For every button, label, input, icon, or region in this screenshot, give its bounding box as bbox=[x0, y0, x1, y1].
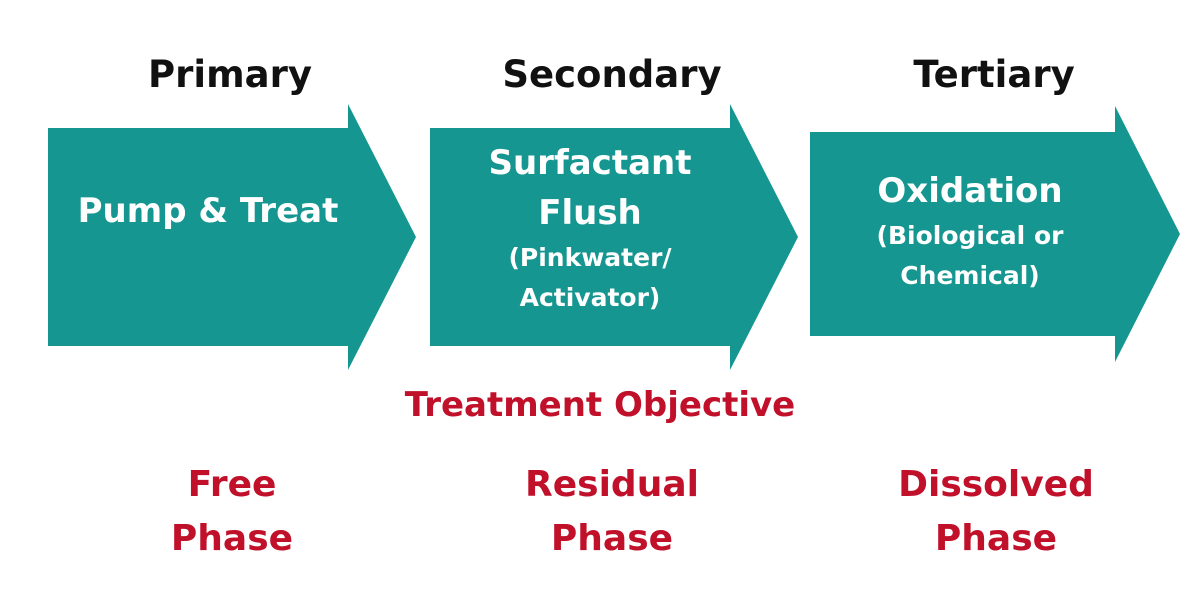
treatment-objective-label: Treatment Objective bbox=[404, 385, 796, 425]
arrow-shape-tertiary bbox=[810, 106, 1180, 362]
phase-tertiary: Dissolved Phase bbox=[806, 458, 1186, 566]
phase-secondary-line-1: Residual bbox=[525, 464, 699, 505]
arrow-polygon-primary bbox=[48, 104, 416, 370]
phase-secondary-line-2: Phase bbox=[550, 518, 674, 559]
arrow-shape-secondary bbox=[430, 104, 798, 370]
arrow-label-tertiary: Oxidation (Biological or Chemical) bbox=[810, 166, 1130, 296]
arrow-tertiary-line-1: Oxidation bbox=[877, 171, 1063, 211]
phase-secondary: Residual Phase bbox=[422, 458, 802, 566]
arrow-tertiary-sub-2: Chemical) bbox=[900, 261, 1040, 290]
phase-tertiary-line-1: Dissolved bbox=[898, 464, 1094, 505]
arrow-polygon-secondary bbox=[430, 104, 798, 370]
arrow-secondary-line-2: Flush bbox=[538, 193, 642, 233]
arrow-tertiary-sub-1: (Biological or bbox=[876, 221, 1064, 250]
phase-primary-line-2: Phase bbox=[170, 518, 294, 559]
arrow-label-secondary: Surfactant Flush (Pinkwater/ Activator) bbox=[430, 138, 750, 318]
phase-primary-line-1: Free bbox=[187, 464, 277, 505]
arrow-polygon-tertiary bbox=[810, 106, 1180, 362]
stage-title-secondary: Secondary bbox=[502, 53, 722, 96]
stage-title-tertiary: Tertiary bbox=[913, 53, 1075, 96]
arrow-secondary-sub-2: Activator) bbox=[519, 283, 661, 312]
arrow-shape-primary bbox=[48, 104, 416, 370]
stage-title-primary: Primary bbox=[148, 53, 312, 96]
phase-primary: Free Phase bbox=[42, 458, 422, 566]
phase-tertiary-line-2: Phase bbox=[934, 518, 1058, 559]
arrow-secondary-line-1: Surfactant bbox=[488, 143, 692, 183]
arrow-primary-line-1: Pump & Treat bbox=[77, 191, 339, 231]
arrow-label-primary: Pump & Treat bbox=[48, 186, 368, 236]
arrow-secondary-sub-1: (Pinkwater/ bbox=[508, 243, 672, 272]
